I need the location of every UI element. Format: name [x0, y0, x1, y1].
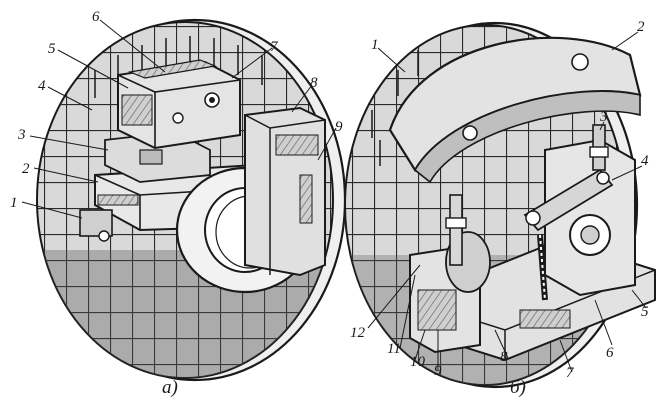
fixture-b — [344, 21, 656, 389]
label-a-3: 3 — [18, 127, 26, 143]
label-a-8: 8 — [310, 75, 318, 91]
label-b-10: 10 — [410, 354, 425, 370]
caption-a: а) — [162, 377, 178, 398]
label-b-8: 8 — [500, 349, 508, 365]
label-b-11: 11 — [387, 341, 401, 357]
label-b-3: 3 — [600, 109, 608, 125]
caption-b: б) — [510, 377, 526, 398]
label-a-6: 6 — [92, 9, 100, 25]
label-a-5: 5 — [48, 41, 56, 57]
label-b-4: 4 — [641, 153, 649, 169]
label-b-1: 1 — [371, 37, 379, 53]
label-a-4: 4 — [38, 78, 46, 94]
side-bracket-a — [244, 106, 326, 277]
label-b-2: 2 — [637, 19, 645, 35]
label-a-7: 7 — [270, 39, 278, 55]
label-b-6: 6 — [606, 345, 614, 361]
label-b-12: 12 — [350, 325, 365, 341]
label-b-7: 7 — [566, 365, 574, 381]
fixture-a — [21, 18, 347, 382]
label-a-2: 2 — [22, 161, 30, 177]
label-b-5: 5 — [641, 304, 649, 320]
label-b-9: 9 — [434, 363, 442, 379]
label-a-9: 9 — [335, 119, 343, 135]
label-a-1: 1 — [10, 195, 18, 211]
